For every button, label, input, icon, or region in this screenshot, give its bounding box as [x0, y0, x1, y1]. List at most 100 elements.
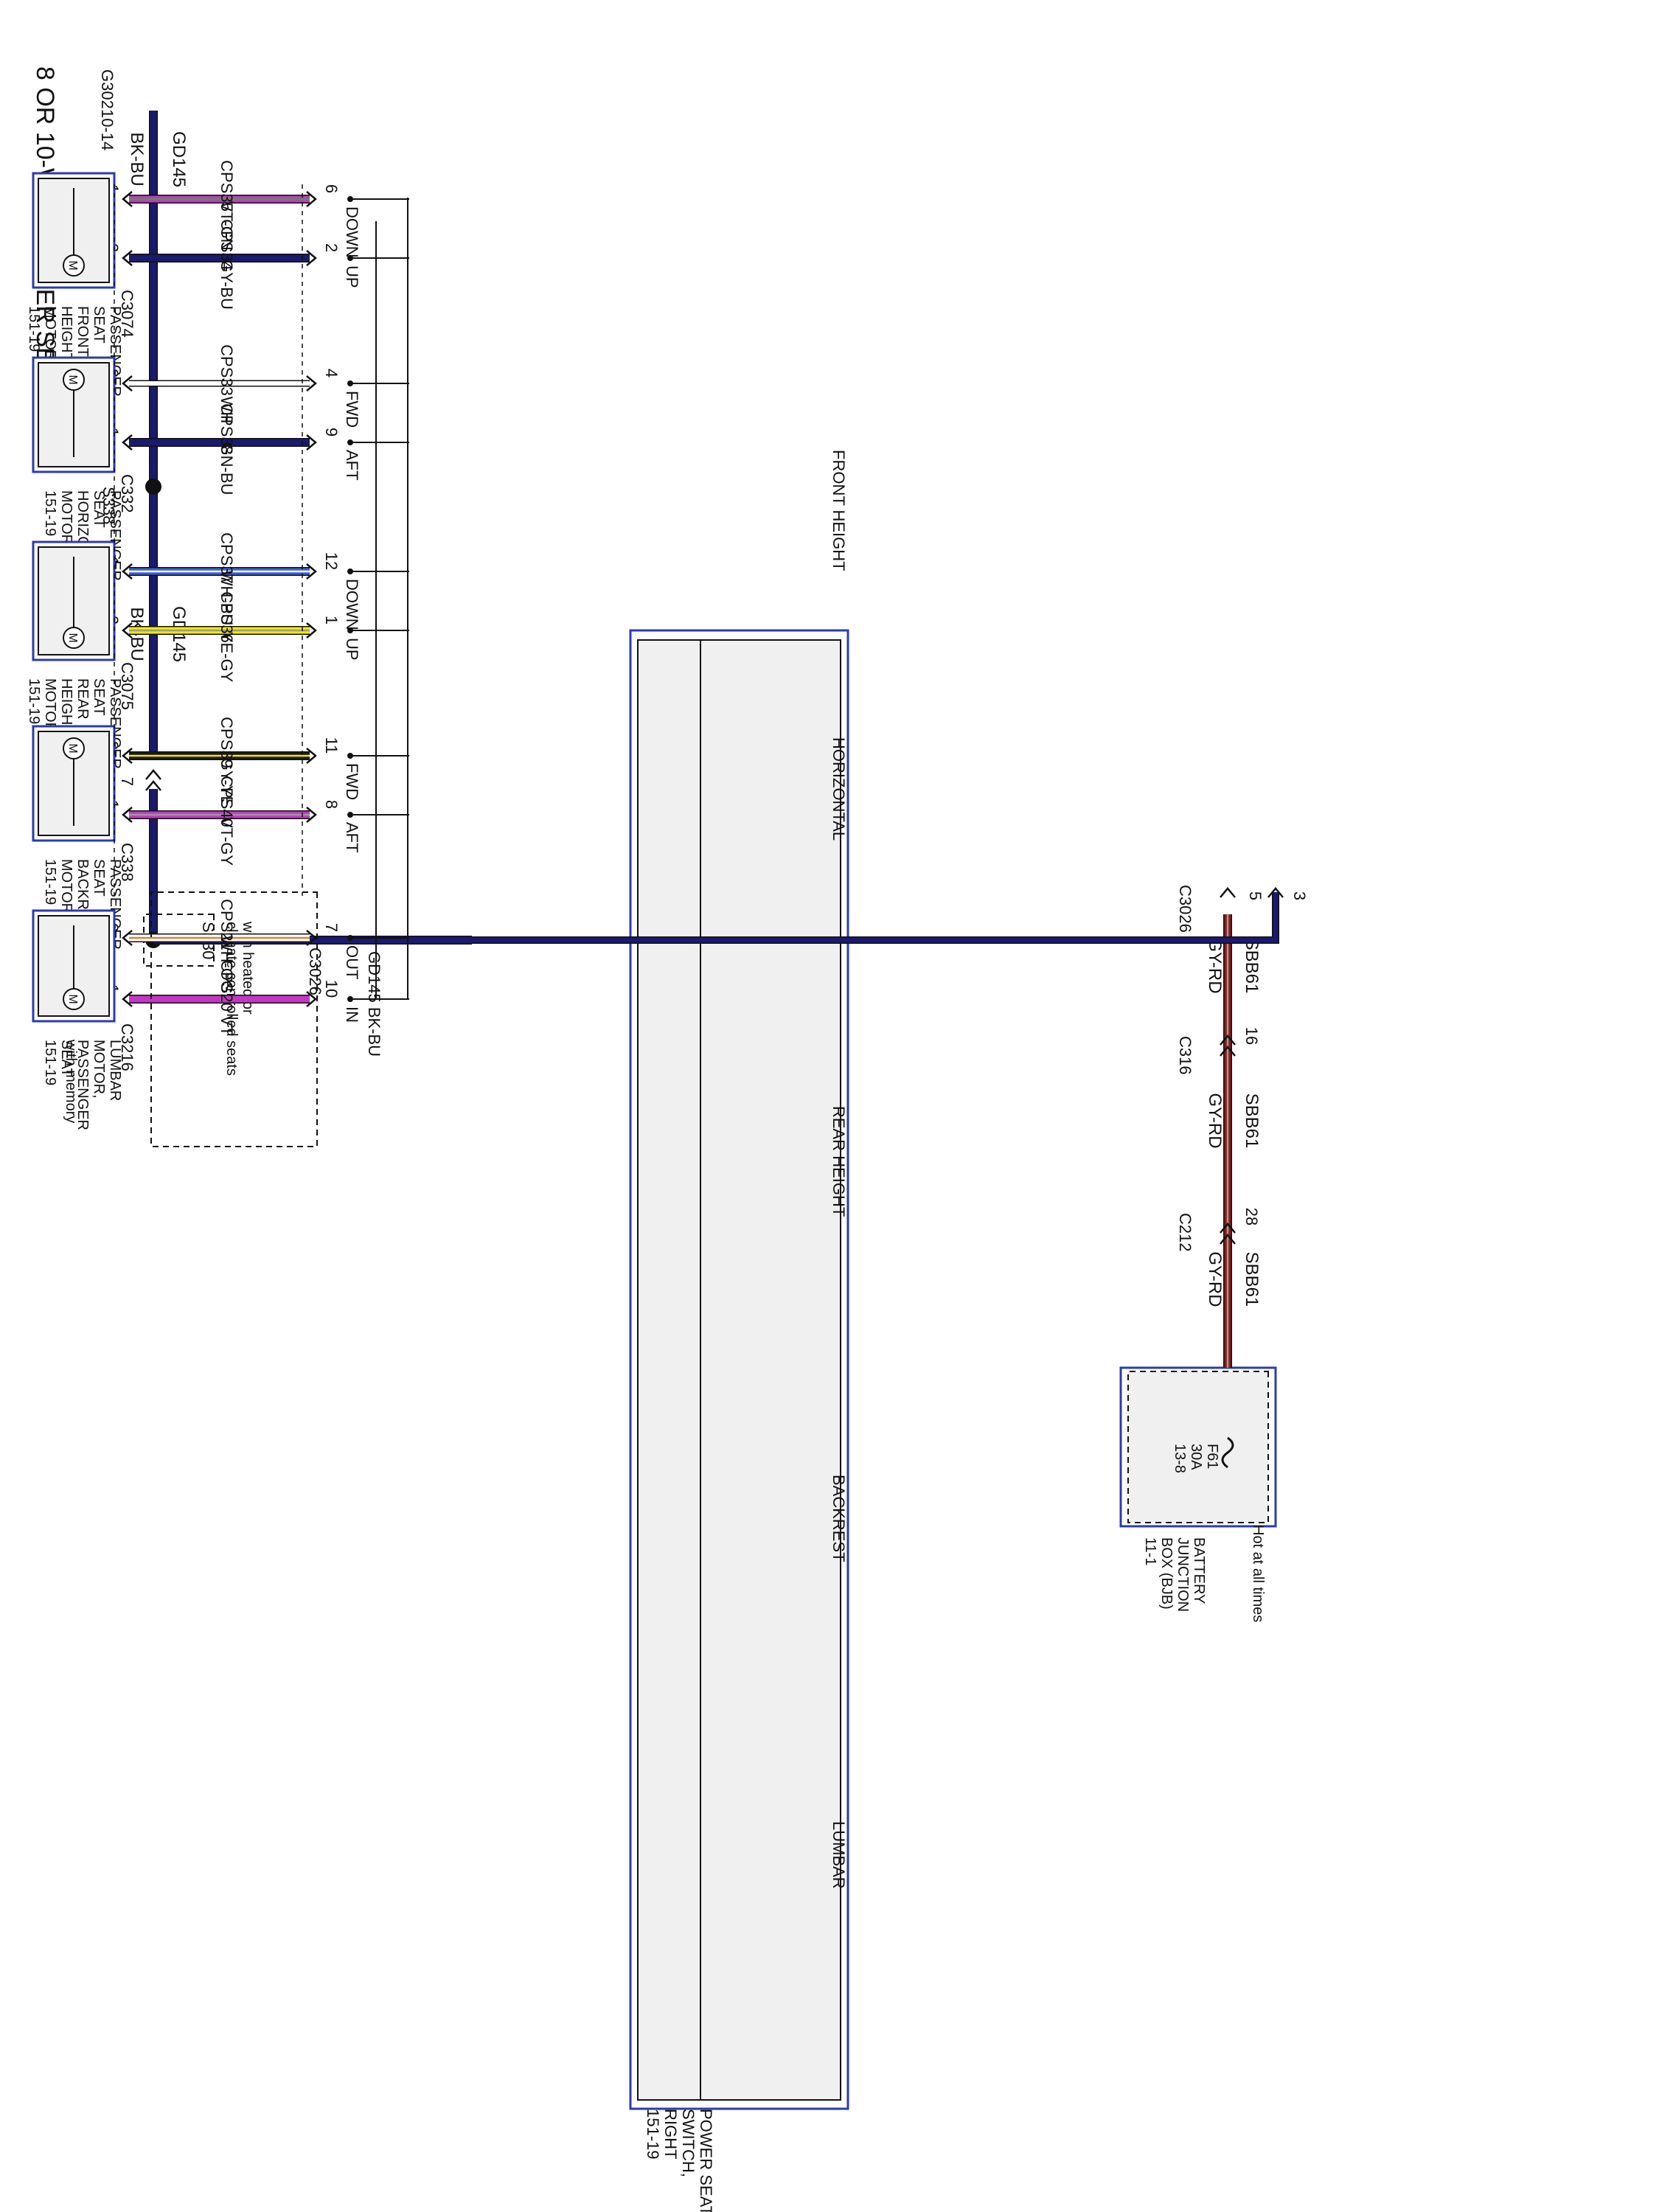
c316-ground-arrow-b [145, 780, 161, 791]
memory-option-box [150, 891, 318, 1147]
circuit-switch-pin-c3: 4 [322, 369, 341, 378]
motor-arrow-c7 [122, 748, 133, 764]
circuit-switch-pin-c7: 11 [322, 737, 341, 754]
circuit-wire-id-c6: CPS36 [218, 591, 236, 643]
c316-power-label: C316 [1176, 1036, 1194, 1075]
circuit-wire-id-c9: CPS21 [218, 899, 236, 950]
motor-label-m4: 151-19 [42, 859, 58, 905]
power-wire-id-2: SBB61 [1242, 1093, 1262, 1149]
motor-arrow-c4 [122, 434, 133, 451]
splice-s338-label: S338 [100, 487, 118, 524]
motor-arrow-c6 [122, 622, 133, 639]
motor-label-m3: MOTOR [42, 678, 58, 733]
bjb-hot-note: Hot at all times [1250, 1525, 1266, 1622]
motor-connector-m1: C3074 [118, 290, 136, 338]
motor-label-m2: MOTOR [58, 490, 74, 545]
switch-ground-pin: 3 [1290, 891, 1309, 900]
switch-power-arrow [1220, 887, 1236, 898]
c316-power-arrow-b [1220, 1046, 1236, 1057]
circuit-wire-color-c1: VT-GN [218, 201, 236, 250]
circuit-switch-pin-c10: 10 [322, 980, 341, 998]
circuit-wire-id-c3: CPS33 [218, 344, 236, 396]
switch-arrow-c10 [306, 991, 317, 1007]
power-wire-color-2: GY-RD [1205, 1093, 1225, 1148]
motor-icon-letter-m4: M [66, 743, 79, 753]
switch-panel [637, 639, 841, 2101]
motor-label-m3: REAR [74, 678, 91, 720]
motor-label-m2: 151-19 [42, 490, 58, 536]
lumbar-switch-connector: C3026 [306, 947, 324, 995]
motor-icon-letter-m1: M [66, 260, 79, 270]
circuit-wire-id-c4: CPS38 [218, 403, 236, 455]
switch-connector-label: C3026 [1176, 885, 1194, 933]
ground-wire-id-1: GD145 [169, 131, 189, 187]
switch-direction-c9: OUT [343, 945, 361, 979]
motor-icon-m2 [63, 369, 85, 391]
c316-ground-pin: 7 [118, 777, 136, 786]
circuit-switch-pin-c9: 7 [322, 923, 341, 932]
motor-label-m2: SEAT [91, 490, 107, 528]
c212-pin: 28 [1242, 1208, 1261, 1225]
motor-label-m5: MOTOR, [91, 1040, 107, 1099]
circuit-wire-color-c9: WH-OG [218, 936, 236, 993]
motor-icon-m4 [63, 737, 85, 759]
switch-arrow-c6 [306, 622, 317, 639]
circuit-wire-color-c4: GN-BU [218, 443, 236, 495]
motor-label-m3: 151-19 [26, 678, 42, 724]
switch-direction-c10: IN [343, 1006, 361, 1023]
motor-icon-letter-m3: M [66, 633, 79, 642]
switch-arrow-c3 [306, 375, 317, 392]
switch-direction-c8: AFT [343, 822, 361, 853]
switch-arrow-c9 [306, 930, 317, 946]
bjb-label: BOX (BJB) [1158, 1537, 1175, 1610]
switch-section-label: LUMBAR [830, 1821, 848, 1889]
switch-direction-c2: UP [343, 265, 361, 288]
motor-icon-letter-m5: M [66, 994, 79, 1004]
motor-label-m5: 151-19 [42, 1040, 58, 1085]
fuse-symbol [1221, 1436, 1234, 1469]
switch-section-label: HORIZONTAL [830, 737, 848, 841]
circuit-wire-id-c10: CPS20 [218, 960, 236, 1012]
power-wire-id-1: SBB61 [1242, 1252, 1262, 1307]
circuit-switch-pin-c4: 9 [322, 428, 341, 437]
switch-section-label: REAR HEIGHT [830, 1106, 848, 1217]
switch-direction-c5: DOWN [343, 579, 361, 630]
motor-icon-letter-m2: M [66, 375, 79, 384]
motor-arrow-c10 [122, 991, 133, 1007]
switch-arrow-c7 [306, 748, 317, 764]
switch-label: RIGHT [661, 2109, 680, 2159]
motor-label-m5: LUMBAR [107, 1040, 123, 1101]
circuit-switch-pin-c6: 1 [322, 616, 341, 625]
switch-ground-arrow [1267, 887, 1284, 898]
switch-direction-c3: FWD [343, 391, 361, 428]
power-wire-color-3: GY-RD [1205, 938, 1225, 993]
ground-drop-wire-label: GD145 BK-BU [365, 951, 383, 1057]
ground-wire-color-1: BK-BU [127, 132, 147, 186]
bjb-label: BATTERY [1191, 1537, 1207, 1604]
switch-direction-c7: FWD [343, 763, 361, 800]
c316-ground-arrow [145, 769, 161, 780]
circuit-wire-color-c8: VT-GY [218, 817, 236, 866]
bjb-box [1127, 1371, 1269, 1523]
motor-connector-m4: C338 [118, 843, 136, 882]
motor-label-m1: MOTOR [42, 306, 58, 361]
fuse-label: 30A [1188, 1444, 1204, 1470]
circuit-wire-id-c5: CPS37 [218, 532, 236, 584]
circuit-switch-pin-c2: 2 [322, 243, 341, 252]
splice-s338 [145, 479, 161, 495]
switch-label: POWER SEAT [697, 2109, 715, 2212]
circuit-switch-pin-c5: 12 [322, 552, 341, 570]
ground-ref: 10-14 [98, 109, 116, 150]
motor-label-m4: SEAT [91, 859, 107, 897]
circuit-wire-color-c3: WH [218, 397, 236, 424]
circuit-switch-pin-c8: 8 [322, 800, 341, 809]
switch-arrow-c4 [306, 434, 317, 451]
motor-label-m5: SEAT [58, 1040, 74, 1077]
motor-arrow-c9 [122, 930, 133, 946]
switch-direction-c4: AFT [343, 450, 361, 481]
circuit-switch-pin-c1: 6 [322, 184, 341, 193]
circuit-wire-color-c7: GY-YE [218, 758, 236, 807]
motor-label-m1: 151-19 [26, 306, 42, 352]
